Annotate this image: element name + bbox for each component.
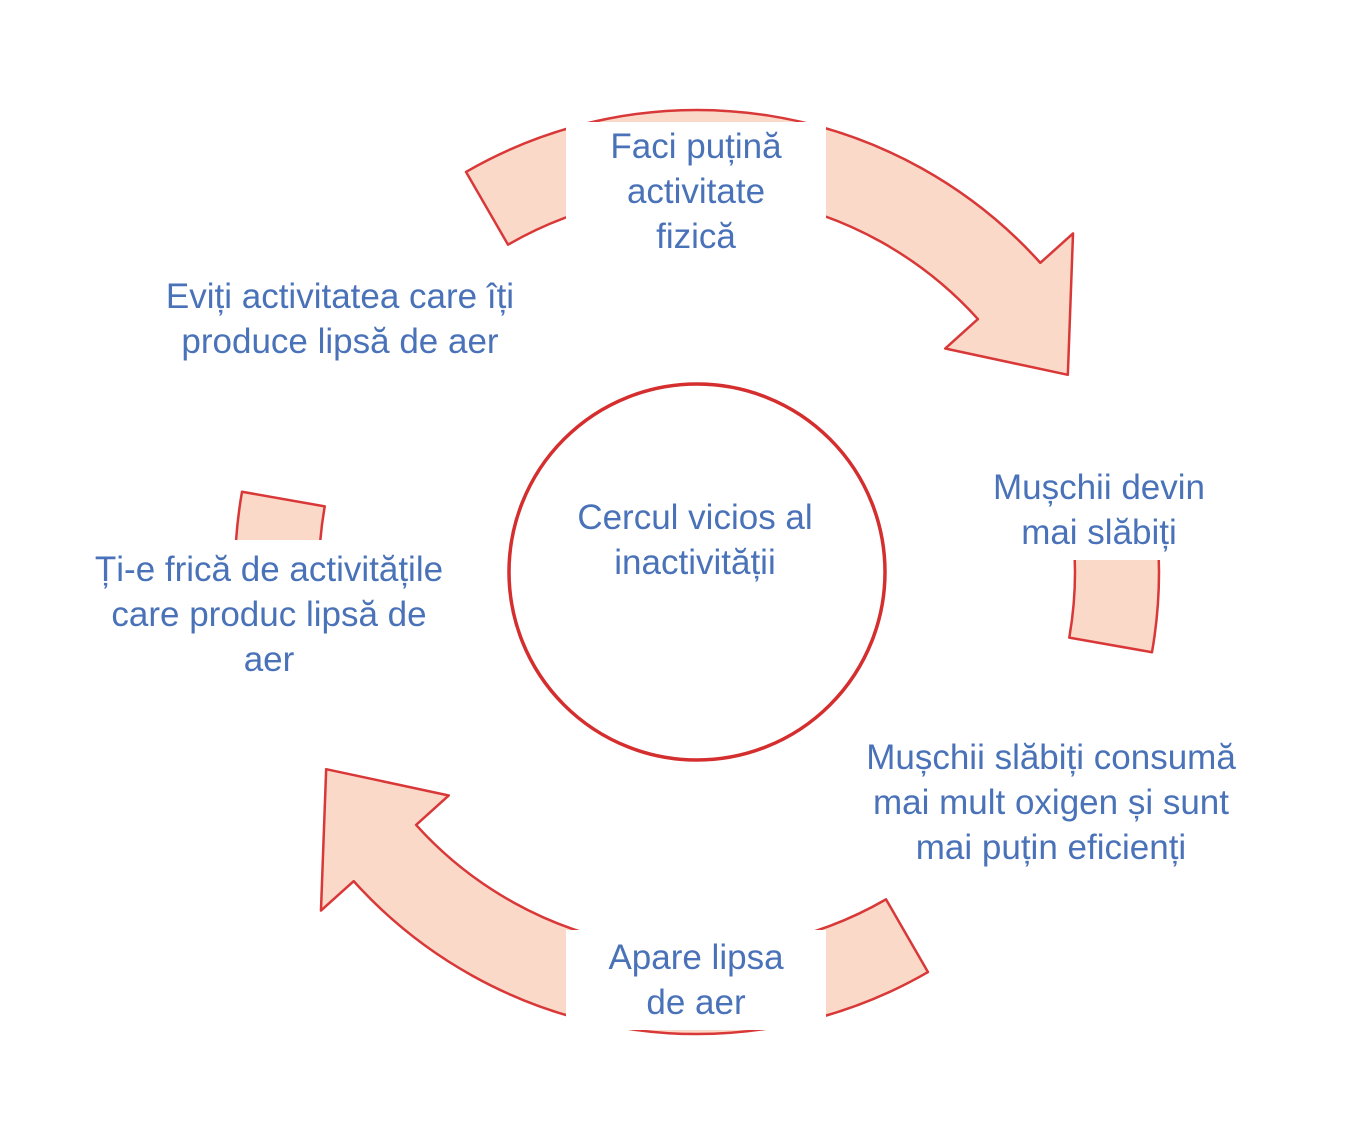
step-fear-of-activity: Ți-e frică de activitățile care produc l… [60, 540, 478, 688]
center-title: Cercul vicios al inactivității [577, 498, 813, 582]
step-avoid-activity: Eviți activitatea care îți produce lipsă… [130, 262, 550, 376]
center-circle [507, 382, 887, 762]
step-breathlessness: Apare lipsa de aer [566, 930, 826, 1030]
step-more-oxygen: Mușchii slăbiți consumă mai mult oxigen … [846, 730, 1256, 875]
step-muscles-weaken: Mușchii devin mai slăbiți [960, 460, 1238, 560]
step-low-activity: Faci puțină activitate fizică [566, 122, 826, 260]
